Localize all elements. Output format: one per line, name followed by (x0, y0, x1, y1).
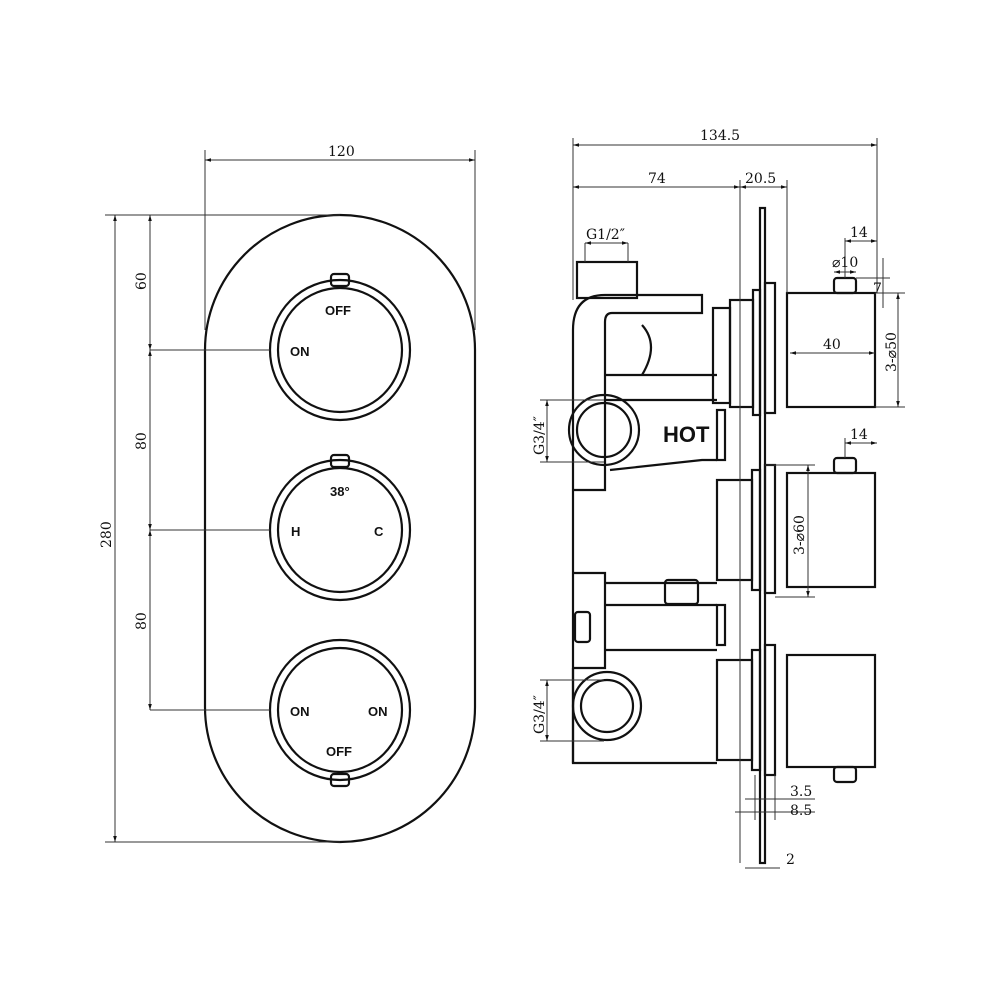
dim-knob-length: 40 (823, 337, 841, 353)
dim-height: 280 (99, 521, 115, 548)
handle-pin (832, 276, 858, 295)
dim-flange-2: 8.5 (790, 803, 812, 819)
top-knob: OFF ON (268, 272, 412, 422)
middle-handle (785, 471, 877, 589)
knob-tab (329, 453, 351, 469)
front-dimensions: 120 280 60 80 80 (99, 144, 476, 843)
dim-width: 120 (328, 144, 355, 160)
dim-pin-depth-mid: 14 (850, 427, 868, 443)
dim-pin-depth-top: 14 (850, 225, 868, 241)
top-handle (785, 291, 877, 409)
dim-pin-diameter: ⌀10 (832, 255, 858, 271)
bottom-cartridge (715, 643, 877, 784)
middle-knob: 38° H C (268, 453, 412, 602)
dim-plate-offset: 20.5 (745, 171, 776, 187)
dim-top-inlet: G1/2″ (586, 227, 625, 243)
dim-pin-height: 7 (873, 281, 882, 297)
label-off: OFF (325, 303, 351, 318)
side-dimensions: 134.5 74 20.5 G1/2″ 14 ⌀10 7 40 3-⌀50 14… (532, 128, 905, 869)
label-off: OFF (326, 744, 352, 759)
front-view: OFF ON 38° H C ON ON OFF 120 280 (99, 144, 477, 844)
handle-pin (832, 765, 858, 784)
dim-spacing-2: 80 (134, 612, 150, 630)
label-on-right: ON (368, 704, 388, 719)
top-cartridge (711, 276, 877, 417)
dim-body-depth: 74 (648, 171, 666, 187)
bottom-handle (785, 653, 877, 769)
knob-tab (329, 272, 351, 288)
dim-flange-1: 3.5 (790, 784, 812, 800)
label-cold: C (374, 524, 384, 539)
dim-spacing-1: 80 (134, 432, 150, 450)
valve-body (571, 293, 704, 763)
bottom-knob: ON ON OFF (268, 638, 412, 788)
hot-inlet (567, 393, 641, 467)
hot-label: HOT (663, 422, 710, 447)
label-temperature: 38° (330, 484, 350, 499)
dim-inlet-hot: G3/4″ (532, 416, 548, 455)
dim-plate-thickness: 2 (786, 852, 795, 868)
dim-knob-diameter-mid: 3-⌀60 (792, 515, 808, 555)
label-on: ON (290, 344, 310, 359)
dim-top-offset: 60 (134, 272, 150, 290)
dim-overall-depth: 134.5 (700, 128, 740, 144)
bottom-inlet (571, 670, 643, 742)
dim-inlet-bottom: G3/4″ (532, 695, 548, 734)
label-on-left: ON (290, 704, 310, 719)
top-inlet (575, 260, 639, 300)
label-hot: H (291, 524, 300, 539)
handle-pin (832, 456, 858, 475)
side-view: HOT 134.5 (532, 128, 905, 869)
dim-knob-diameter-top: 3-⌀50 (884, 332, 900, 372)
knob-tab (329, 772, 351, 788)
